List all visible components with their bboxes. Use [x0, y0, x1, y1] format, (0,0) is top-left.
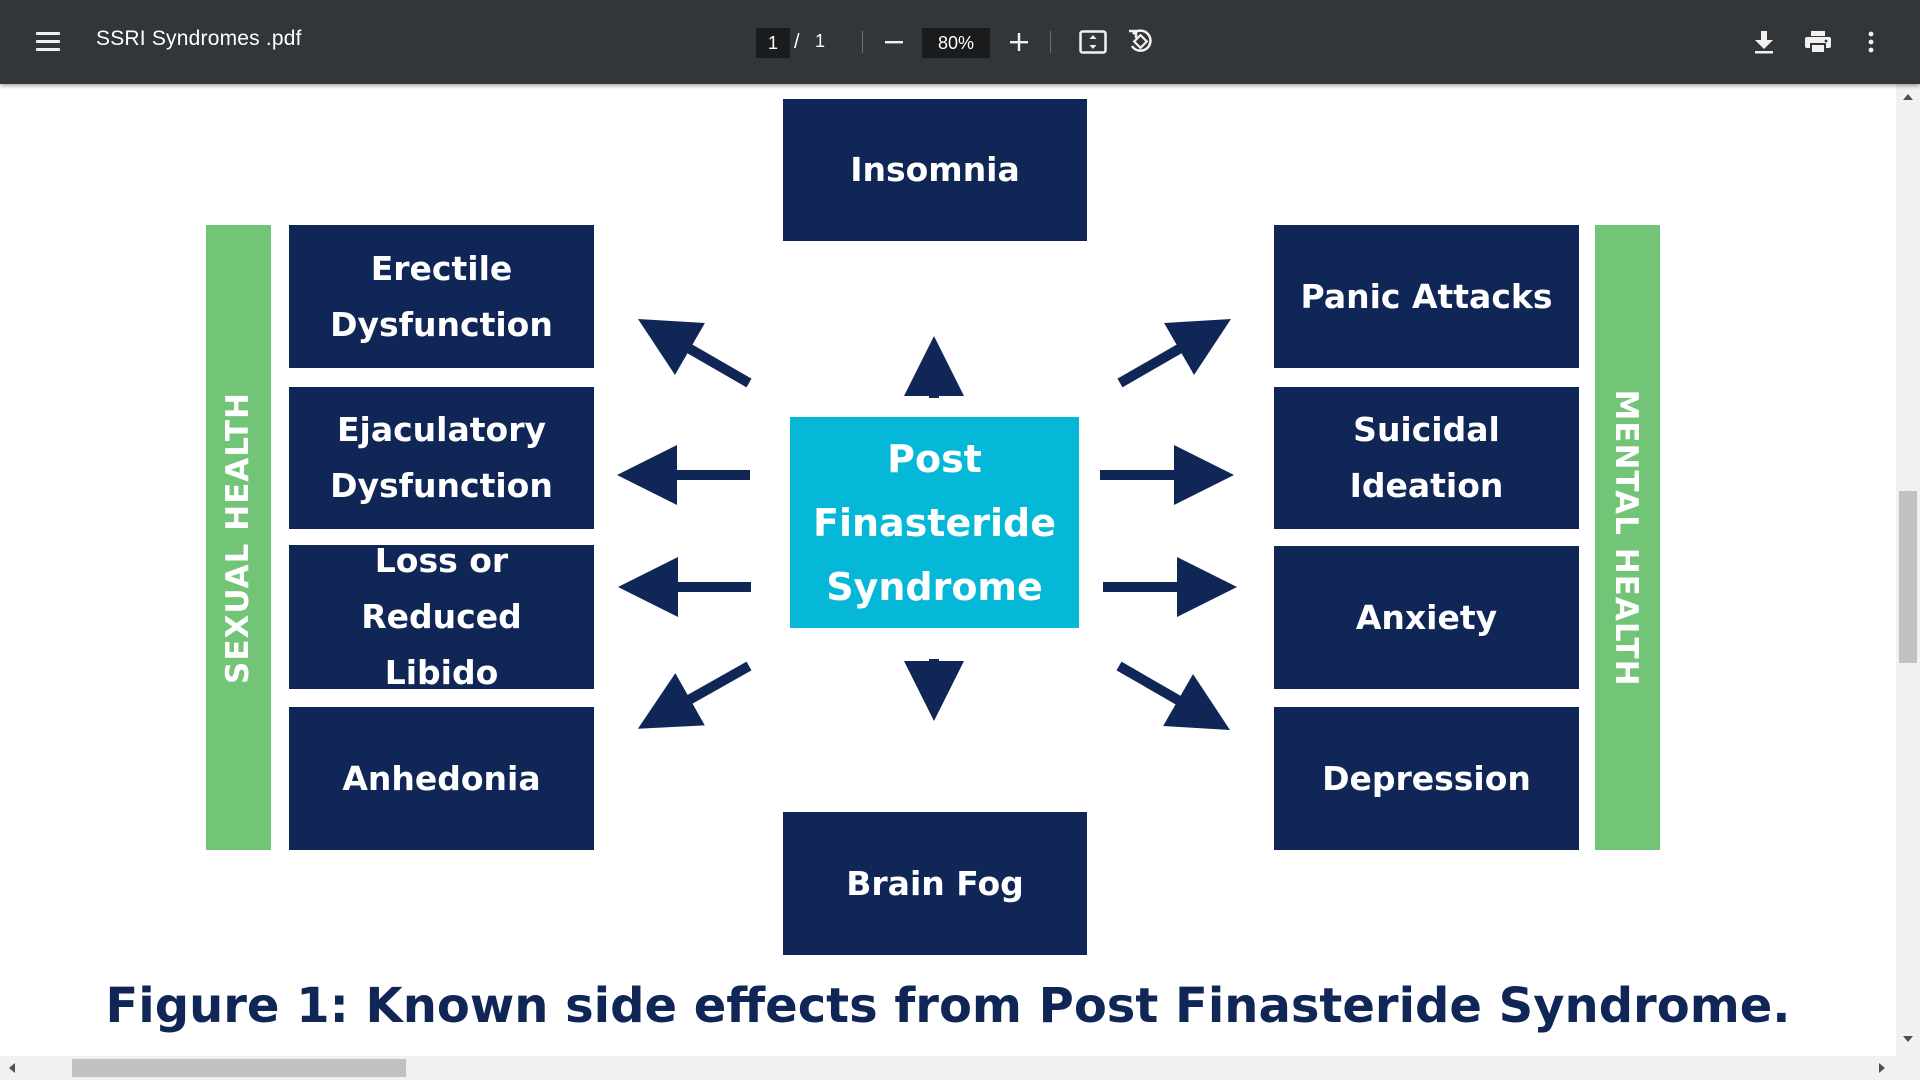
- arrow-left-lower: [637, 661, 752, 729]
- box-label: Libido: [384, 653, 499, 692]
- document-title: SSRI Syndromes .pdf: [96, 27, 302, 50]
- center-line: Post: [887, 436, 982, 481]
- page-total: 1: [815, 31, 826, 51]
- box-panic-attacks: Panic Attacks: [1274, 225, 1579, 368]
- page-separator: /: [794, 31, 800, 53]
- center-line: Syndrome: [826, 564, 1043, 609]
- box-label: Dysfunction: [330, 466, 553, 505]
- zoom-in-icon: [1010, 33, 1028, 51]
- box-label: Anxiety: [1355, 597, 1498, 637]
- box-label: Suicidal Ideation: [1349, 410, 1504, 505]
- print-button[interactable]: [1798, 22, 1838, 62]
- more-options-button[interactable]: [1851, 22, 1891, 62]
- toolbar-divider: [1050, 31, 1051, 53]
- arrow-right-upper: [1117, 319, 1231, 388]
- horizontal-scroll-thumb[interactable]: [72, 1059, 406, 1077]
- mental-health-label: MENTAL HEALTH: [1608, 389, 1644, 687]
- box-label: Erectile: [370, 248, 513, 288]
- zoom-out-button[interactable]: [874, 22, 914, 62]
- box-suicidal-ideation: Suicidal Ideation: [1274, 387, 1579, 529]
- download-button[interactable]: [1744, 22, 1784, 62]
- box-label: Anhedonia: [342, 758, 541, 798]
- sexual-health-label: SEXUAL HEALTH: [220, 392, 256, 684]
- menu-icon[interactable]: [30, 25, 66, 59]
- box-depression: Depression: [1274, 707, 1579, 850]
- rotate-icon: [1129, 29, 1152, 52]
- box-label: Loss or Reduced: [361, 541, 522, 636]
- fit-page-icon: [1079, 30, 1107, 54]
- box-anxiety: Anxiety: [1274, 546, 1579, 689]
- box-label: Insomnia: [850, 150, 1020, 189]
- figure-caption: Figure 1: Known side effects from Post F…: [105, 978, 1791, 1034]
- page-number-input[interactable]: 1: [756, 28, 790, 58]
- rotate-button[interactable]: [1121, 22, 1161, 62]
- zoom-out-icon: [885, 41, 903, 44]
- scroll-up-arrow-icon[interactable]: [1903, 94, 1913, 100]
- vertical-scroll-thumb[interactable]: [1899, 491, 1917, 663]
- arrow-right-lower: [1116, 661, 1230, 730]
- box-label: Depression: [1322, 758, 1531, 798]
- horizontal-scrollbar[interactable]: [0, 1056, 1920, 1080]
- arrows-layer: [617, 319, 1237, 730]
- print-icon: [1805, 31, 1831, 54]
- box-label: Brain Fog: [846, 863, 1024, 903]
- more-vert-icon: [1868, 31, 1874, 53]
- vertical-scrollbar[interactable]: [1896, 84, 1920, 1056]
- zoom-level-input[interactable]: 80%: [922, 28, 990, 58]
- box-anhedonia: Anhedonia: [289, 707, 594, 850]
- box-brain-fog: Brain Fog: [783, 812, 1087, 955]
- scroll-left-arrow-icon[interactable]: [9, 1063, 15, 1073]
- box-label: Panic Attacks: [1300, 276, 1553, 316]
- box-label: Ejaculatory: [336, 410, 546, 449]
- sexual-health-bar: [206, 225, 271, 850]
- box-insomnia: Insomnia: [783, 99, 1087, 241]
- arrow-left-upper: [638, 319, 752, 388]
- download-icon: [1755, 31, 1773, 54]
- mental-health-bar: [1595, 225, 1660, 850]
- toolbar-divider: [862, 31, 863, 53]
- fit-page-button[interactable]: [1073, 22, 1113, 62]
- zoom-in-button[interactable]: [999, 22, 1039, 62]
- box-label: Dysfunction: [330, 304, 553, 344]
- scroll-right-arrow-icon[interactable]: [1879, 1063, 1885, 1073]
- center-line: Finasteride: [813, 500, 1056, 545]
- scroll-down-arrow-icon[interactable]: [1903, 1036, 1913, 1042]
- pdf-toolbar: SSRI Syndromes .pdf 1 / 1 80%: [0, 0, 1920, 84]
